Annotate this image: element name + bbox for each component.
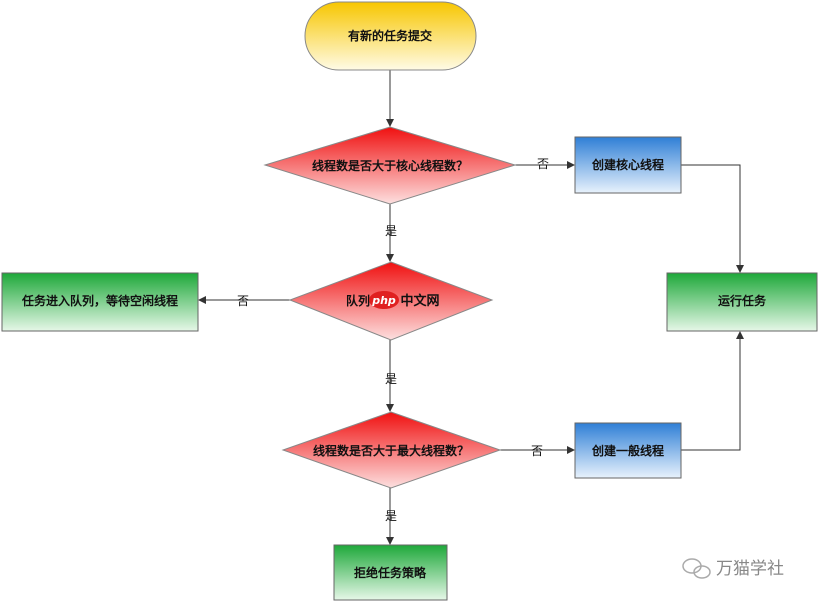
decision-queue: 队列 php 中文网 bbox=[288, 261, 494, 341]
create-normal-label: 创建一般线程 bbox=[591, 443, 664, 458]
svg-text:php: php bbox=[371, 294, 396, 307]
edge-no-label: 否 bbox=[537, 157, 549, 171]
start-node: 有新的任务提交 bbox=[304, 1, 477, 71]
run-node: 运行任务 bbox=[666, 272, 818, 332]
decision-queue-label: 队列 bbox=[346, 293, 370, 308]
connectors bbox=[198, 70, 744, 545]
corner-watermark: 万猫学社 bbox=[682, 558, 784, 579]
decision-core: 线程数是否大于核心线程数？ bbox=[263, 126, 517, 205]
create-core-node: 创建核心线程 bbox=[574, 136, 682, 194]
decision-max: 线程数是否大于最大线程数？ bbox=[281, 411, 502, 489]
enqueue-label: 任务进入队列，等待空闲线程 bbox=[21, 293, 178, 308]
edge-yes-label: 是 bbox=[385, 509, 397, 523]
edge-no-label: 否 bbox=[237, 294, 249, 308]
reject-label: 拒绝任务策略 bbox=[354, 565, 427, 580]
edge-yes-label: 是 bbox=[385, 224, 397, 238]
svg-text:中文网: 中文网 bbox=[400, 293, 439, 309]
run-label: 运行任务 bbox=[718, 293, 767, 308]
edge-no-label: 否 bbox=[531, 444, 543, 458]
decision-max-label: 线程数是否大于最大线程数？ bbox=[313, 443, 469, 458]
decision-core-label: 线程数是否大于核心线程数？ bbox=[312, 158, 468, 173]
watermark-text: 万猫学社 bbox=[716, 559, 784, 579]
php-watermark-logo: php 中文网 bbox=[369, 291, 440, 309]
edge-yes-label: 是 bbox=[385, 372, 397, 386]
create-normal-node: 创建一般线程 bbox=[574, 422, 682, 479]
start-label: 有新的任务提交 bbox=[348, 28, 432, 43]
wechat-icon bbox=[682, 558, 711, 579]
create-core-label: 创建核心线程 bbox=[591, 157, 664, 172]
enqueue-node: 任务进入队列，等待空闲线程 bbox=[1, 272, 199, 332]
reject-node: 拒绝任务策略 bbox=[333, 544, 448, 601]
